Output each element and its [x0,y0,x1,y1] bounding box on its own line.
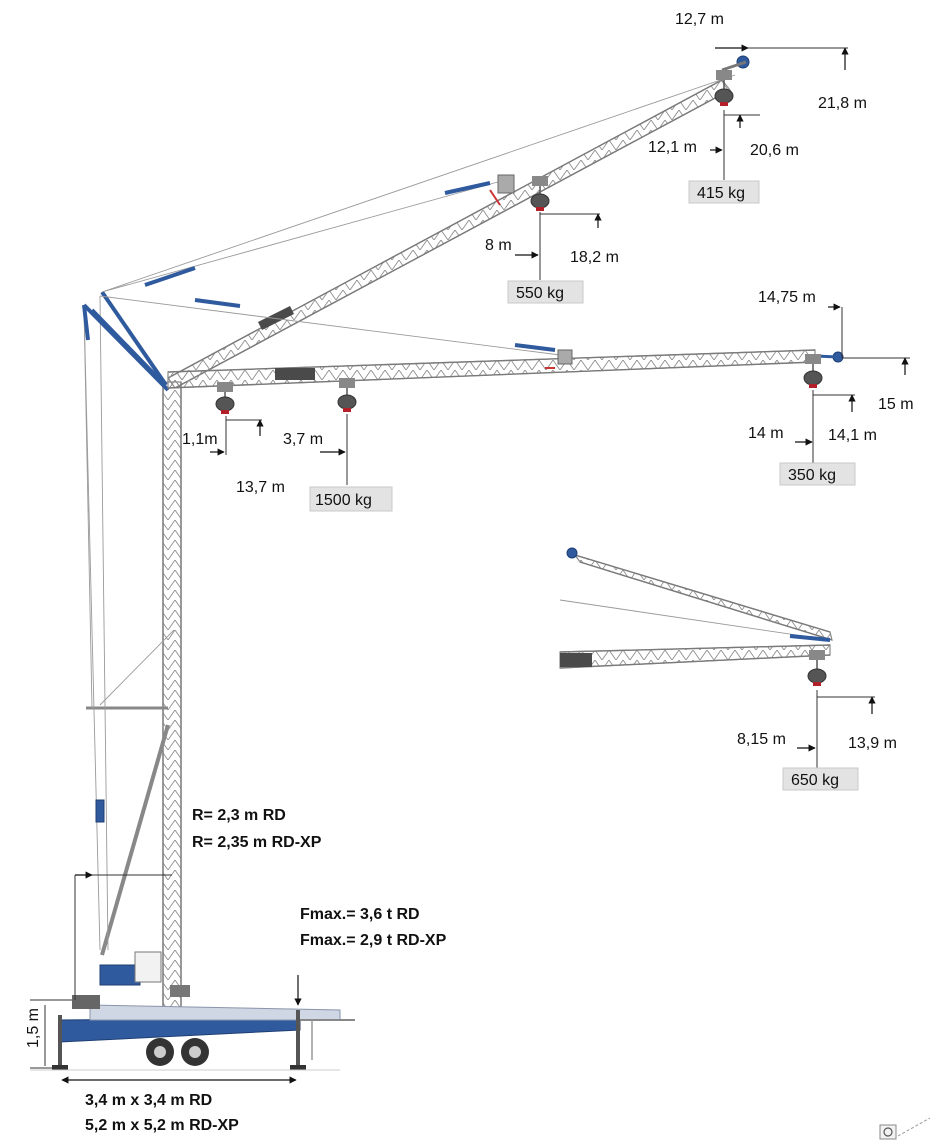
load-box-350 [779,462,856,486]
dim-luffed-hook1 [710,110,760,180]
label-support-rdxp: 5,2 m x 5,2 m RD-XP [85,1117,239,1134]
label-fmax-rd: Fmax.= 3,6 t RD [300,906,420,923]
label-slew-radius-rd: R= 2,3 m RD [192,807,286,824]
label-slew-radius-rdxp: R= 2,35 m RD-XP [192,834,322,851]
label-inner-hook2-radius: 3,7 m [283,431,323,448]
label-luffed-tip-radius: 12,7 m [675,11,724,28]
label-folded-hook-radius: 8,15 m [737,731,786,748]
load-box-1500 [309,486,393,512]
label-horizontal-tip-hook-radius: 14 m [748,425,784,442]
label-horizontal-tip-hook-load: 350 kg [788,467,836,484]
load-box-550 [507,280,584,304]
hook-350 [803,354,823,388]
dim-inner-hooks [210,414,348,485]
horizontal-jib [167,349,844,389]
tool-icon [879,1117,931,1140]
trailer-base [52,951,355,1070]
guy-cables [83,295,109,951]
mast-brace [86,629,175,956]
label-luffed-hook2-height: 18,2 m [570,249,619,266]
label-luffed-tip-height: 21,8 m [818,95,867,112]
dim-horizontal-tip-hook [795,390,856,465]
label-support-rd: 3,4 m x 3,4 m RD [85,1092,212,1109]
a-frame [82,290,170,392]
label-horizontal-tip-hook-height: 14,1 m [828,427,877,444]
label-inner-hook1-radius: 1,1m [182,431,218,448]
label-horizontal-tip-height: 15 m [878,396,914,413]
label-luffed-hook1-height: 20,6 m [750,142,799,159]
dim-slew-radius [74,871,172,1000]
label-base-height: 1,5 m [25,1008,42,1048]
label-horizontal-tip-radius: 14,75 m [758,289,816,306]
load-box-415 [688,180,760,204]
dim-base-height [30,999,72,1069]
dim-horizontal-tip [828,303,910,375]
hook-1500-b [337,378,357,412]
label-luffed-hook1-radius: 12,1 m [648,139,697,156]
luffed-joint [489,174,515,206]
hook-1500-a [215,382,235,414]
folded-jib [559,547,833,669]
label-folded-hook-load: 650 kg [791,772,839,789]
label-inner-hook-height: 13,7 m [236,479,285,496]
label-fmax-rdxp: Fmax.= 2,9 t RD-XP [300,932,447,949]
hook-415 [714,70,734,106]
tower-mast [162,381,182,1013]
label-luffed-hook2-load: 550 kg [516,285,564,302]
hook-650 [807,650,827,686]
label-inner-hook-load: 1500 kg [315,492,372,509]
hook-550 [530,176,550,211]
dim-luffed-tip [715,44,849,70]
luffed-pendants [99,74,736,356]
label-folded-hook-height: 13,9 m [848,735,897,752]
dim-folded-hook [797,690,876,768]
label-luffed-hook1-load: 415 kg [697,185,745,202]
dim-luffed-hook2 [515,212,602,280]
load-box-650 [782,767,859,791]
label-luffed-hook2-radius: 8 m [485,237,512,254]
mast-blue-section [95,799,105,823]
luffed-boom [167,55,750,389]
